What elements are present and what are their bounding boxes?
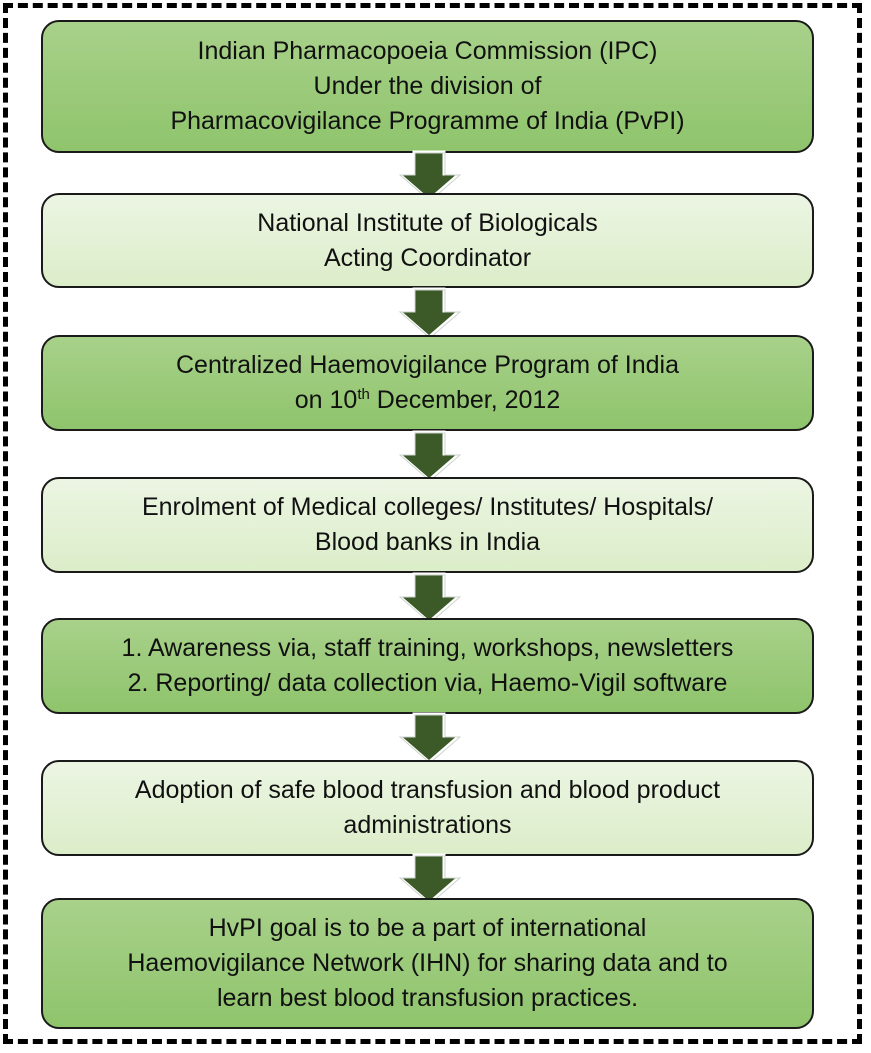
step-ipc-line-3: Pharmacovigilance Programme of India (Pv…	[170, 107, 685, 135]
step-adoption-line-1: Adoption of safe blood transfusion and b…	[134, 776, 721, 804]
step-enrolment-line-1: Enrolment of Medical colleges/ Institute…	[141, 493, 714, 521]
step-hvpi-launch-box: Centralized Haemovigilance Program of In…	[41, 335, 814, 431]
down-arrow-icon	[397, 150, 461, 202]
step-nib-line-2: Acting Coordinator	[323, 243, 532, 272]
step-nib-box: National Institute of Biologicals Acting…	[41, 193, 814, 288]
step-goal-line-1: HvPI goal is to be a part of internation…	[208, 914, 647, 942]
date-suffix: December, 2012	[369, 386, 561, 414]
step-goal-box: HvPI goal is to be a part of internation…	[41, 898, 814, 1029]
step-hvpi-launch-line-1: Centralized Haemovigilance Program of In…	[175, 351, 680, 379]
dashed-border-frame	[3, 3, 862, 1044]
step-ipc-line-1: Indian Pharmacopoeia Commission (IPC)	[197, 37, 658, 65]
down-arrow-icon	[397, 853, 461, 905]
step-awareness-line-1: 1. Awareness via, staff training, worksh…	[121, 634, 734, 662]
step-awareness-box: 1. Awareness via, staff training, worksh…	[41, 618, 814, 714]
step-goal-line-2: Haemovigilance Network (IHN) for sharing…	[127, 949, 728, 977]
down-arrow-icon	[397, 572, 461, 624]
step-adoption-line-2: administrations	[343, 811, 512, 839]
step-enrolment-box: Enrolment of Medical colleges/ Institute…	[41, 477, 814, 573]
step-ipc-line-2: Under the division of	[313, 72, 542, 100]
step-goal-line-3: learn best blood transfusion practices.	[216, 984, 639, 1012]
down-arrow-icon	[397, 712, 461, 764]
step-adoption-box: Adoption of safe blood transfusion and b…	[41, 760, 814, 856]
down-arrow-icon	[397, 430, 461, 482]
step-hvpi-launch-date: on 10th December, 2012	[295, 383, 560, 418]
step-enrolment-line-2: Blood banks in India	[314, 528, 541, 556]
down-arrow-icon	[397, 287, 461, 339]
date-prefix: on 10	[294, 386, 358, 414]
date-ordinal: th	[357, 386, 370, 403]
step-nib-line-1: National Institute of Biologicals	[257, 208, 598, 237]
step-ipc-box: Indian Pharmacopoeia Commission (IPC) Un…	[41, 20, 814, 153]
step-awareness-line-2: 2. Reporting/ data collection via, Haemo…	[127, 669, 728, 697]
